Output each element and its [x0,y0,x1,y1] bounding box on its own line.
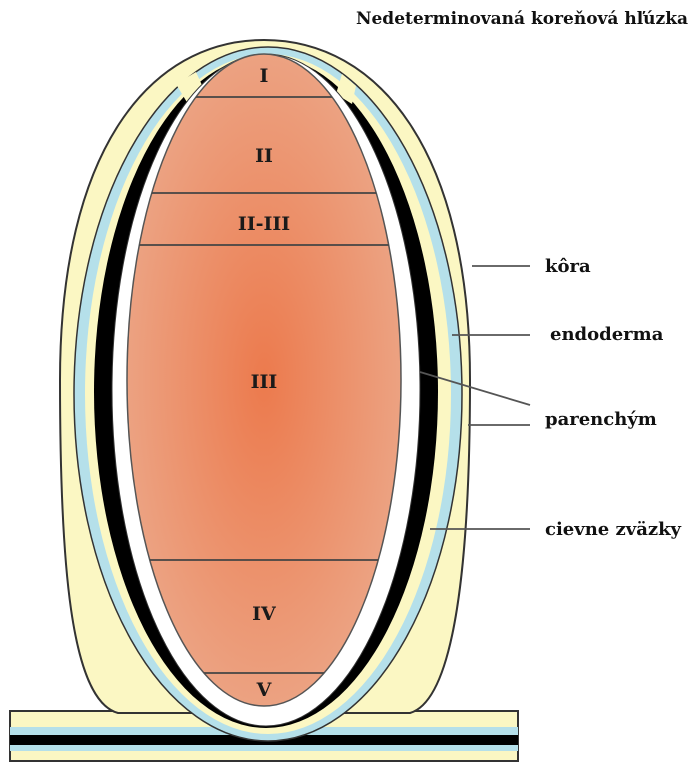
diagram-title: Nedeterminovaná koreňová hľúzka [356,9,688,29]
label-parenchyma: parenchým [545,409,657,430]
label-vascular-bundles: cievne zväzky [545,519,682,540]
zone-label-iv: IV [252,603,277,625]
zone-label-iii: III [251,371,278,393]
zone-label-ii-iii: II-III [238,213,290,235]
zone-label-ii: II [255,145,273,167]
label-cortex: kôra [545,256,591,277]
zone-label-i: I [260,65,269,87]
label-endodermis: endoderma [550,324,664,345]
zone-label-v: V [256,679,273,701]
